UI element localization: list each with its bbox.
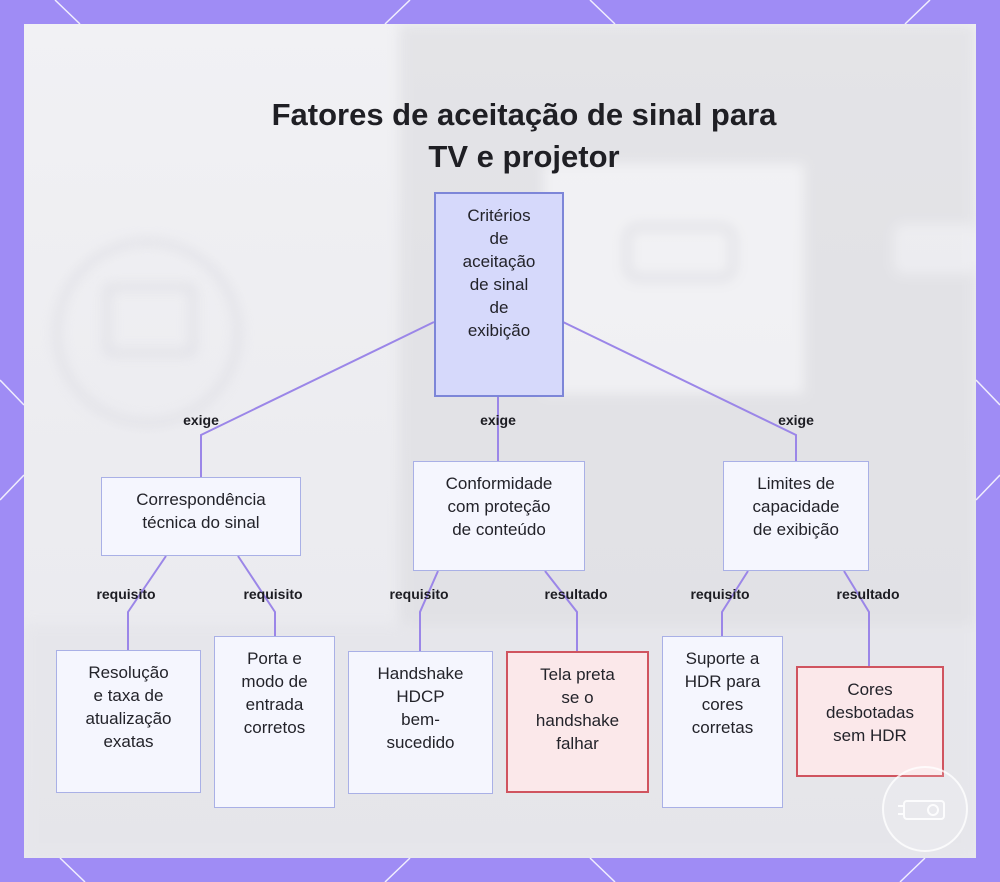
node-text: se o <box>536 686 619 709</box>
node-text: aceitação <box>463 250 536 273</box>
node-text: e taxa de <box>85 684 171 707</box>
link-root-limits <box>563 322 796 461</box>
node-display-signal-criteria: Critérios de aceitação de sinal de exibi… <box>434 192 564 397</box>
node-text: falhar <box>536 732 619 755</box>
node-hdcp-handshake: Handshake HDCP bem- sucedido <box>348 651 493 794</box>
edge-label-resultado-faded: resultado <box>836 586 899 602</box>
node-text: bem- <box>377 708 463 731</box>
link-signal-resolution <box>128 556 166 650</box>
node-content-protection: Conformidade com proteção de conteúdo <box>413 461 585 571</box>
node-text: Suporte a <box>685 647 761 670</box>
node-signal-technical-match: Correspondência técnica do sinal <box>101 477 301 556</box>
edge-label-exige-mid: exige <box>480 412 516 428</box>
node-text: desbotadas <box>826 701 914 724</box>
node-text: Resolução <box>85 661 171 684</box>
link-protection-handshake <box>420 571 438 651</box>
node-black-screen: Tela preta se o handshake falhar <box>506 651 649 793</box>
node-text: handshake <box>536 709 619 732</box>
projector-icon <box>884 768 966 850</box>
edge-label-exige-left: exige <box>183 412 219 428</box>
edge-label-resultado-black: resultado <box>544 586 607 602</box>
node-text: entrada <box>241 693 307 716</box>
link-protection-black <box>545 571 577 651</box>
node-text: sucedido <box>377 731 463 754</box>
node-text: HDR para <box>685 670 761 693</box>
node-text: modo de <box>241 670 307 693</box>
node-text: com proteção <box>446 495 553 518</box>
node-text: capacidade <box>753 495 840 518</box>
node-text: cores <box>685 693 761 716</box>
node-text: técnica do sinal <box>136 511 265 534</box>
node-text: Correspondência <box>136 488 265 511</box>
node-hdr-support: Suporte a HDR para cores corretas <box>662 636 783 808</box>
node-text: exibição <box>463 319 536 342</box>
node-port-input-mode: Porta e modo de entrada corretos <box>214 636 335 808</box>
watermark-badge <box>882 766 968 852</box>
link-limits-hdr <box>722 571 748 636</box>
node-faded-colors: Cores desbotadas sem HDR <box>796 666 944 777</box>
node-text: Cores <box>826 678 914 701</box>
node-text: de sinal <box>463 273 536 296</box>
edge-label-requisito-hdr: requisito <box>690 586 749 602</box>
node-text: HDCP <box>377 685 463 708</box>
link-root-signal <box>201 322 434 477</box>
node-text: sem HDR <box>826 724 914 747</box>
node-text: de <box>463 296 536 319</box>
node-text: exatas <box>85 730 171 753</box>
edge-label-requisito-port: requisito <box>243 586 302 602</box>
node-text: Porta e <box>241 647 307 670</box>
node-text: Conformidade <box>446 472 553 495</box>
node-text: corretas <box>685 716 761 739</box>
node-text: de exibição <box>753 518 840 541</box>
node-text: Limites de <box>753 472 840 495</box>
node-text: corretos <box>241 716 307 739</box>
node-text: Critérios <box>463 204 536 227</box>
edge-label-requisito-resolution: requisito <box>96 586 155 602</box>
node-text: de conteúdo <box>446 518 553 541</box>
edge-label-exige-right: exige <box>778 412 814 428</box>
node-resolution-refresh: Resolução e taxa de atualização exatas <box>56 650 201 793</box>
node-text: atualização <box>85 707 171 730</box>
node-display-capability-limits: Limites de capacidade de exibição <box>723 461 869 571</box>
edge-label-requisito-handshake: requisito <box>389 586 448 602</box>
node-text: Tela preta <box>536 663 619 686</box>
node-text: de <box>463 227 536 250</box>
node-text: Handshake <box>377 662 463 685</box>
